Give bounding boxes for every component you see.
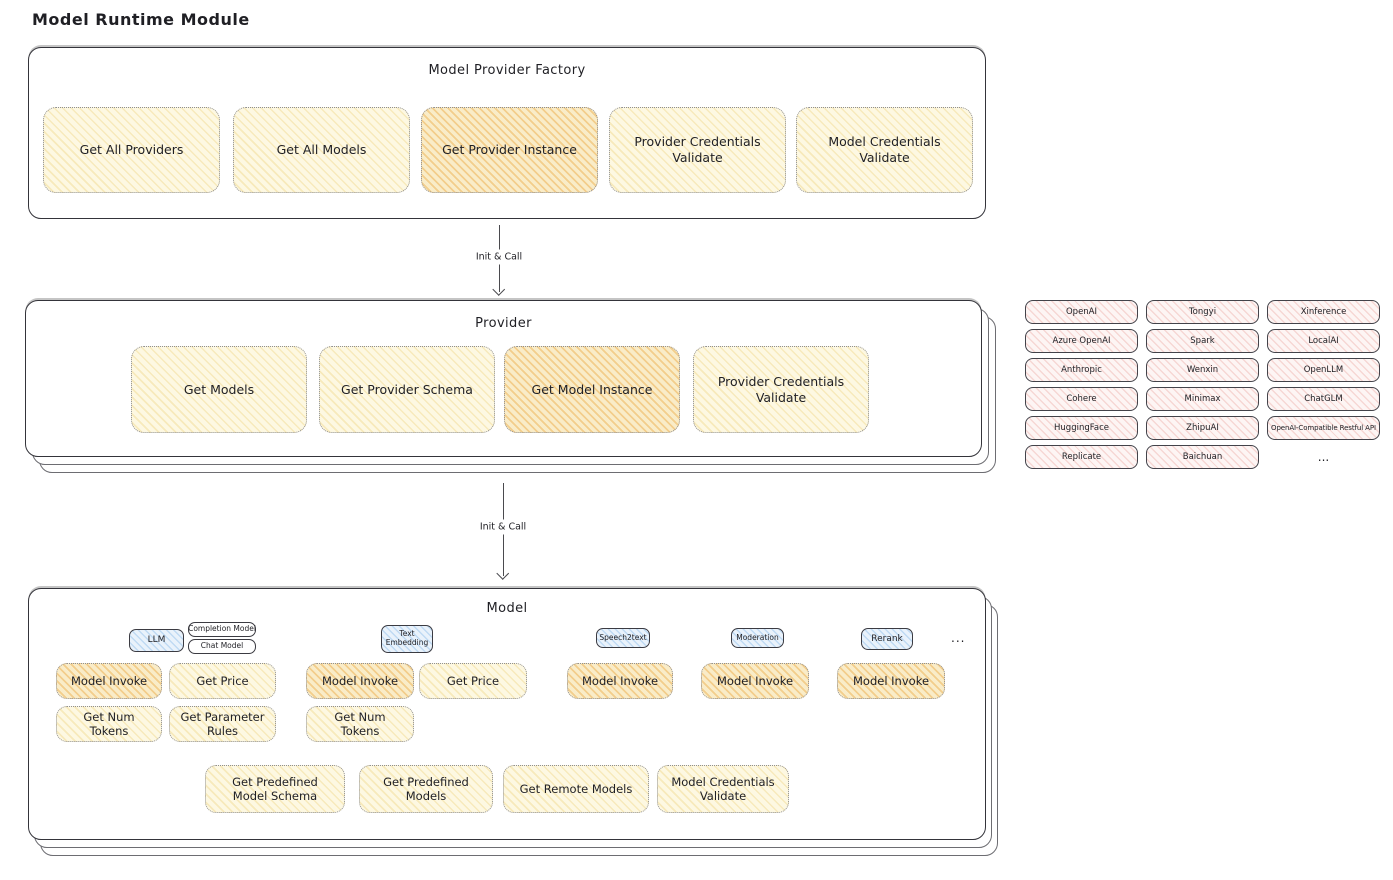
arrow-head-icon (492, 283, 506, 296)
provider-box: Provider Get Models Get Provider Schema … (25, 300, 982, 457)
factory-btn-get-provider-instance: Get Provider Instance (421, 107, 598, 193)
providers-more-ellipsis: ... (1317, 450, 1330, 464)
provider-pill-openai-compatible-restful-api: OpenAI-Compatible Restful API (1267, 416, 1380, 440)
text-embedding-get-price-btn: Get Price (419, 663, 527, 699)
provider-btn-get-models: Get Models (131, 346, 307, 433)
provider-box-title: Provider (475, 316, 532, 331)
arrow-head-icon (496, 567, 510, 580)
tab-chat-model: Chat Model (188, 639, 256, 654)
speech2text-model-invoke-btn: Model Invoke (567, 663, 673, 699)
provider-pill-anthropic: Anthropic (1025, 358, 1138, 382)
provider-pill-huggingface: HuggingFace (1025, 416, 1138, 440)
factory-box: Model Provider Factory Get All Providers… (28, 47, 986, 219)
provider-btn-get-model-instance: Get Model Instance (504, 346, 680, 433)
arrow-factory-to-provider: Init & Call (470, 225, 528, 296)
model-box-title: Model (486, 601, 528, 616)
provider-pill-zhipuai: ZhipuAI (1146, 416, 1259, 440)
moderation-model-invoke-btn: Model Invoke (701, 663, 809, 699)
llm-get-parameter-rules-btn: Get Parameter Rules (169, 706, 276, 742)
llm-get-price-btn: Get Price (169, 663, 276, 699)
get-predefined-models-btn: Get Predefined Models (359, 765, 493, 813)
providers-column-1: OpenAI Azure OpenAI Anthropic Cohere Hug… (1025, 300, 1138, 469)
factory-btn-get-all-models: Get All Models (233, 107, 410, 193)
diagram-title: Model Runtime Module (32, 10, 250, 29)
tab-rerank: Rerank (861, 628, 913, 650)
arrow-provider-to-model: Init & Call (474, 483, 532, 580)
providers-column-2: Tongyi Spark Wenxin Minimax ZhipuAI Baic… (1146, 300, 1259, 469)
model-credentials-validate-btn: Model Credentials Validate (657, 765, 789, 813)
text-embedding-get-num-tokens-btn: Get Num Tokens (306, 706, 414, 742)
llm-get-num-tokens-btn: Get Num Tokens (56, 706, 162, 742)
arrow-label-init-call: Init & Call (474, 519, 532, 535)
provider-btn-get-provider-schema: Get Provider Schema (319, 346, 495, 433)
provider-pill-chatglm: ChatGLM (1267, 387, 1380, 411)
provider-pill-minimax: Minimax (1146, 387, 1259, 411)
provider-pill-tongyi: Tongyi (1146, 300, 1259, 324)
tab-text-embedding: Text Embedding (381, 625, 433, 653)
provider-pill-localai: LocalAI (1267, 329, 1380, 353)
provider-pill-xinference: Xinference (1267, 300, 1380, 324)
factory-btn-model-credentials-validate: Model Credentials Validate (796, 107, 973, 193)
model-box: Model LLM Completion Model Chat Model Te… (28, 588, 986, 840)
tab-moderation: Moderation (731, 628, 784, 648)
provider-pill-replicate: Replicate (1025, 445, 1138, 469)
llm-model-invoke-btn: Model Invoke (56, 663, 162, 699)
provider-btn-provider-credentials-validate: Provider Credentials Validate (693, 346, 869, 433)
factory-btn-get-all-providers: Get All Providers (43, 107, 220, 193)
tab-speech2text: Speech2text (596, 628, 650, 648)
provider-pill-openai: OpenAI (1025, 300, 1138, 324)
tab-completion-model: Completion Model (188, 622, 256, 637)
rerank-model-invoke-btn: Model Invoke (837, 663, 945, 699)
providers-column-3: Xinference LocalAI OpenLLM ChatGLM OpenA… (1267, 300, 1380, 469)
provider-pill-wenxin: Wenxin (1146, 358, 1259, 382)
factory-btn-provider-credentials-validate: Provider Credentials Validate (609, 107, 786, 193)
provider-pill-azure-openai: Azure OpenAI (1025, 329, 1138, 353)
provider-pill-cohere: Cohere (1025, 387, 1138, 411)
provider-pill-baichuan: Baichuan (1146, 445, 1259, 469)
get-predefined-model-schema-btn: Get Predefined Model Schema (205, 765, 345, 813)
factory-box-title: Model Provider Factory (428, 63, 586, 78)
tabs-more-ellipsis: ... (951, 631, 966, 645)
text-embedding-model-invoke-btn: Model Invoke (306, 663, 414, 699)
get-remote-models-btn: Get Remote Models (503, 765, 649, 813)
arrow-label-init-call: Init & Call (470, 249, 528, 265)
provider-pill-openllm: OpenLLM (1267, 358, 1380, 382)
tab-llm: LLM (129, 629, 184, 652)
provider-pill-spark: Spark (1146, 329, 1259, 353)
